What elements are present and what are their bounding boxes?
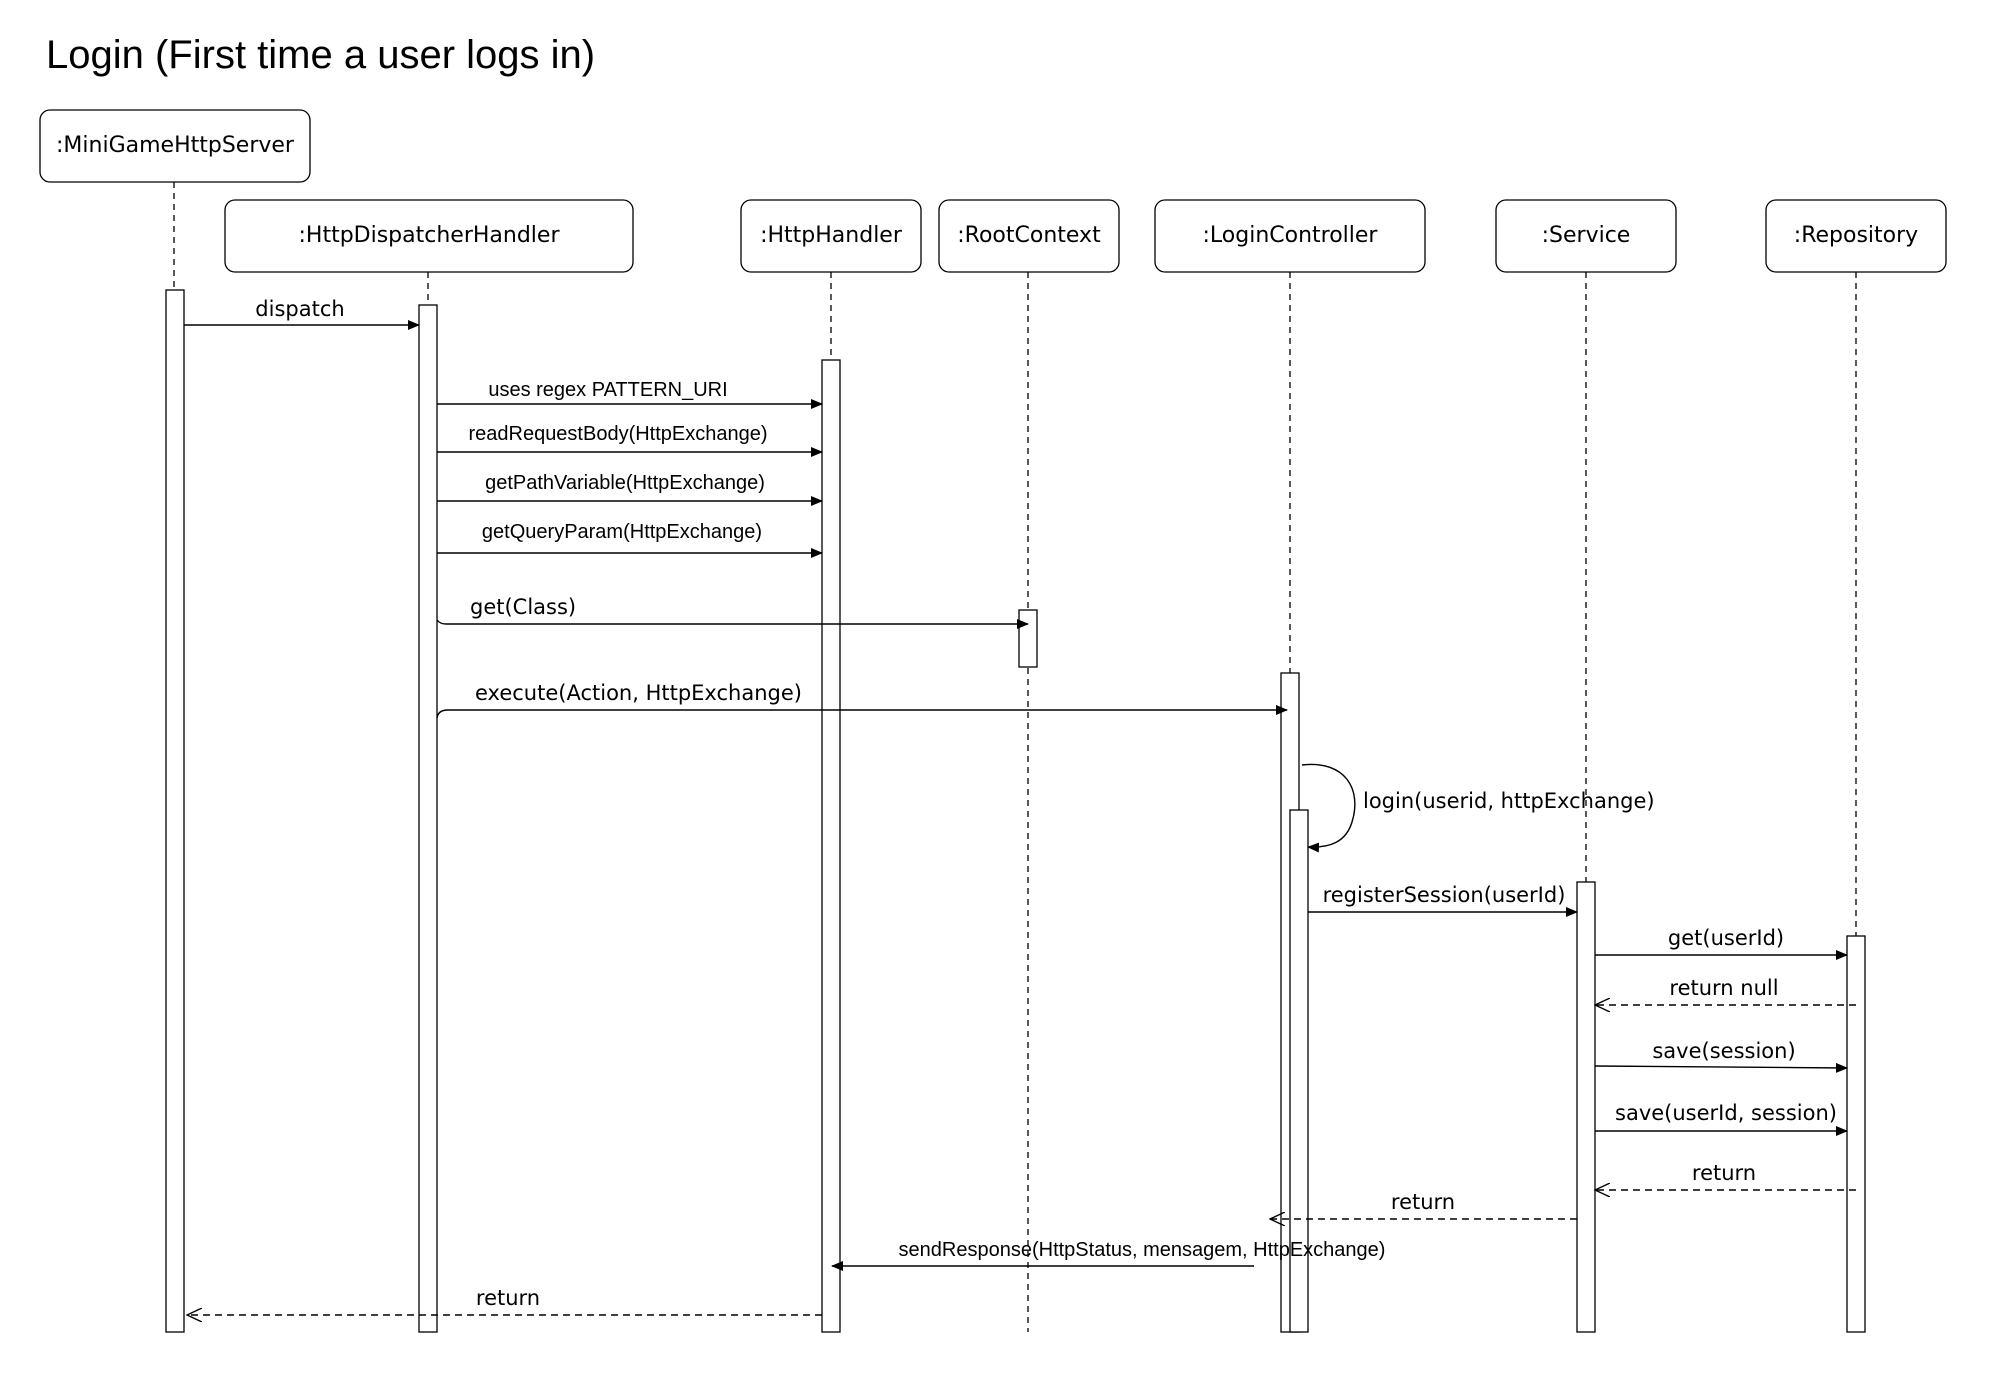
activation-service [1576,881,1596,1333]
activation-root-context [1018,609,1038,668]
activation-repository [1846,935,1866,1333]
participant-controller-label: :LoginController [1203,223,1379,248]
message-return-final: return [187,1286,822,1315]
participant-controller: :LoginController [1154,199,1426,273]
message-save-session: save(session) [1594,1039,1848,1073]
message-send-response: sendResponse(HttpStatus, mensagem, HttpE… [831,1239,1386,1271]
message-uses-regex: uses regex PATTERN_URI [437,379,823,409]
message-get-path-variable: getPathVariable(HttpExchange) [437,472,823,506]
participant-repository: :Repository [1765,199,1947,273]
participant-server-label: :MiniGameHttpServer [56,133,295,158]
message-get-class: get(Class) [436,595,1029,629]
activation-controller-login [1289,809,1309,1333]
message-return-null-label: return null [1669,976,1778,1000]
message-get-user-id-label: get(userId) [1668,926,1784,950]
participant-dispatcher-label: :HttpDispatcherHandler [298,223,560,248]
diagram-title: Login (First time a user logs in) [46,33,595,77]
activation-server [165,289,185,1333]
message-save-user-session: save(userId, session) [1595,1101,1848,1136]
message-register-session: registerSession(userId) [1308,883,1578,917]
message-read-request-body: readRequestBody(HttpExchange) [437,423,823,457]
message-get-user-id: get(userId) [1595,926,1848,960]
message-execute: execute(Action, HttpExchange) [436,681,1288,719]
participant-handler-label: :HttpHandler [760,223,903,248]
participant-server: :MiniGameHttpServer [39,109,311,183]
message-get-class-label: get(Class) [470,595,576,619]
message-read-request-body-label: readRequestBody(HttpExchange) [468,423,767,445]
participant-service: :Service [1495,199,1677,273]
participant-service-label: :Service [1542,223,1631,248]
participant-dispatcher: :HttpDispatcherHandler [224,199,634,273]
message-get-query-param-label: getQueryParam(HttpExchange) [482,521,762,543]
message-save-session-label: save(session) [1652,1039,1795,1063]
message-dispatch: dispatch [184,297,420,330]
participant-root-context-label: :RootContext [957,223,1101,248]
message-return-service: return [1270,1190,1577,1219]
participant-root-context: :RootContext [938,199,1120,273]
message-return-repository: return [1595,1161,1856,1190]
message-login-self-call: login(userid, httpExchange) [1301,763,1655,853]
message-login-label: login(userid, httpExchange) [1363,789,1655,813]
message-get-query-param: getQueryParam(HttpExchange) [437,521,823,558]
message-save-user-session-label: save(userId, session) [1615,1101,1837,1125]
message-return-null: return null [1595,976,1856,1005]
message-register-session-label: registerSession(userId) [1323,883,1566,907]
message-get-path-variable-label: getPathVariable(HttpExchange) [485,472,765,494]
message-execute-label: execute(Action, HttpExchange) [475,681,802,705]
message-uses-regex-label: uses regex PATTERN_URI [488,379,727,401]
participant-handler: :HttpHandler [740,199,922,273]
activation-dispatcher [418,304,438,1333]
message-send-response-label: sendResponse(HttpStatus, mensagem, HttpE… [899,1239,1386,1261]
message-return-service-label: return [1391,1190,1455,1214]
message-dispatch-label: dispatch [255,297,344,321]
message-return-repository-label: return [1692,1161,1756,1185]
activation-handler [821,359,841,1333]
message-return-final-label: return [476,1286,540,1310]
participant-repository-label: :Repository [1794,223,1918,248]
